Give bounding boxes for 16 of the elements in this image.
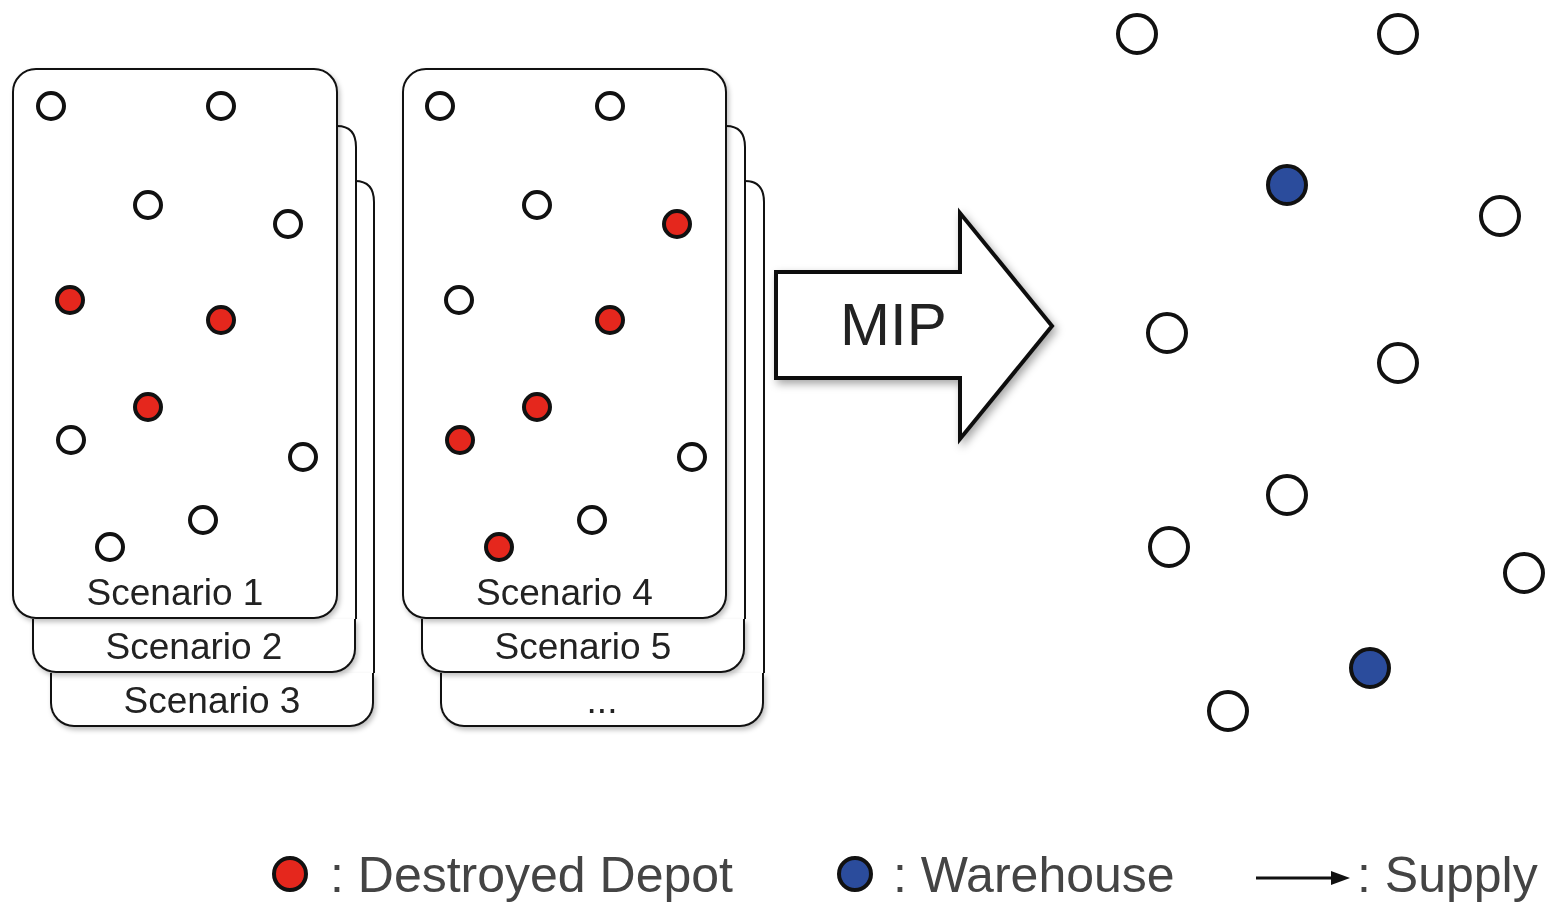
scenario-card bbox=[12, 68, 338, 619]
card-label: Scenario 2 bbox=[104, 625, 284, 669]
scenario-card bbox=[32, 619, 356, 673]
card-label: Scenario 1 bbox=[85, 571, 265, 615]
legend-text: : Destroyed Depot bbox=[330, 846, 733, 905]
card-label: Scenario 3 bbox=[122, 679, 302, 723]
legend-text: : Warehouse bbox=[893, 846, 1175, 905]
scenario-card bbox=[421, 619, 745, 673]
card-label: ... bbox=[585, 679, 619, 723]
card-label: Scenario 4 bbox=[475, 571, 654, 615]
scenario-card bbox=[440, 673, 764, 727]
scenario-card bbox=[50, 673, 374, 727]
scenario-card bbox=[402, 68, 727, 619]
legend-text: : Supply bbox=[1357, 846, 1538, 905]
arrow-label: MIP bbox=[840, 292, 947, 358]
card-label: Scenario 5 bbox=[493, 625, 673, 669]
